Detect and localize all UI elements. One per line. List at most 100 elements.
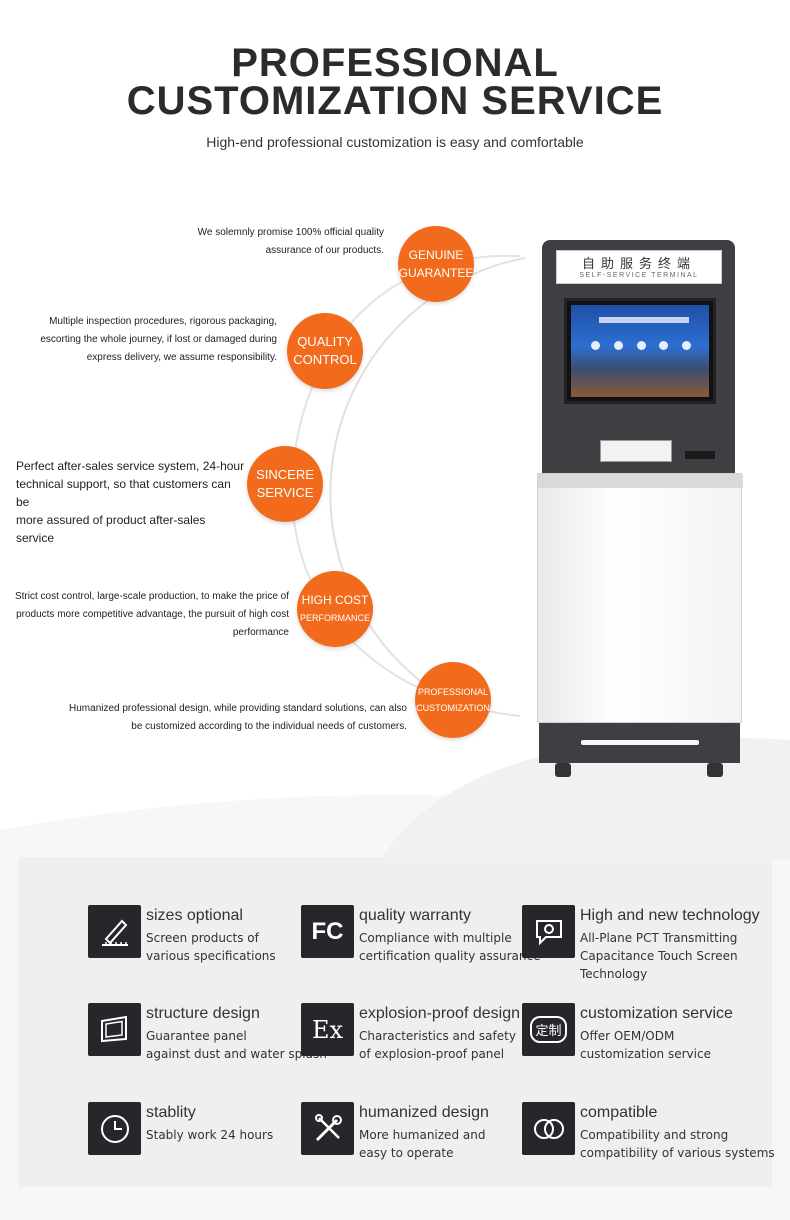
kiosk-head: 自助服务终端 SELF-SERVICE TERMINAL bbox=[542, 240, 735, 415]
pen-ruler-icon bbox=[88, 905, 141, 958]
kiosk-printer-section bbox=[542, 415, 735, 473]
tools-icon bbox=[301, 1102, 354, 1155]
desc-line: performance bbox=[232, 627, 289, 638]
desc-line: more assured of product after-sales serv… bbox=[16, 513, 206, 545]
desc-line: Offer OEM/ODM bbox=[580, 1029, 675, 1043]
circle-title-line: SINCERE bbox=[256, 467, 314, 482]
kiosk-screen-icons bbox=[591, 341, 691, 351]
feature-desc: Offer OEM/ODM customization service bbox=[580, 1027, 790, 1063]
feature-title: quality warranty bbox=[359, 907, 472, 924]
kiosk-wheel bbox=[707, 763, 723, 777]
desc-line: express delivery, we assume responsibili… bbox=[86, 352, 277, 363]
feature-title: compatible bbox=[580, 1104, 658, 1121]
circle-title-line: QUALITY bbox=[297, 334, 353, 349]
cloud-icon-text: 定制 bbox=[530, 1016, 567, 1043]
circle-title-line: GUARANTEE bbox=[398, 266, 474, 280]
clock-icon bbox=[88, 1102, 141, 1155]
kiosk-label-en: SELF-SERVICE TERMINAL bbox=[579, 272, 699, 279]
feature-desc: Guarantee panel against dust and water s… bbox=[146, 1027, 366, 1063]
page-title: PROFESSIONAL CUSTOMIZATION SERVICE bbox=[0, 41, 790, 123]
desc-line: We solemnly promise 100% official qualit… bbox=[197, 227, 384, 238]
service-circle-sincere-service: SINCERE SERVICE bbox=[247, 446, 323, 522]
desc-line: compatibility of various systems bbox=[580, 1146, 775, 1160]
service-circle-high-cost-performance: HIGH COST PERFORMANCE bbox=[297, 571, 373, 647]
desc-line: be customized according to the individua… bbox=[131, 721, 407, 732]
fc-icon: FC bbox=[301, 905, 354, 958]
desc-line: Multiple inspection procedures, rigorous… bbox=[49, 316, 277, 327]
title-line-1: PROFESSIONAL bbox=[231, 41, 559, 85]
desc-line: Technology bbox=[580, 967, 648, 981]
service-circle-professional-customization: PROFESSIONAL CUSTOMIZATION bbox=[415, 662, 491, 738]
kiosk-screen bbox=[564, 298, 716, 404]
feature-desc: Stably work 24 hours bbox=[146, 1126, 366, 1144]
kiosk-cabinet-top bbox=[538, 474, 743, 488]
kiosk-screen-banner bbox=[599, 317, 689, 323]
fc-icon-text: FC bbox=[311, 917, 344, 945]
desc-line: Perfect after-sales service system, 24-h… bbox=[16, 459, 245, 473]
circle-title-line: HIGH COST bbox=[301, 593, 369, 607]
desc-line: Capacitance Touch Screen bbox=[580, 949, 738, 963]
feature-title: structure design bbox=[146, 1005, 260, 1022]
desc-line: More humanized and bbox=[359, 1128, 486, 1142]
kiosk-card-slot bbox=[685, 451, 715, 459]
desc-line: various specifications bbox=[146, 949, 276, 963]
feature-desc: Compliance with multiple certification q… bbox=[359, 929, 579, 965]
desc-line: against dust and water splash bbox=[146, 1047, 327, 1061]
desc-line: technical support, so that customers can… bbox=[16, 477, 231, 509]
desc-line: easy to operate bbox=[359, 1146, 454, 1160]
chat-gear-icon bbox=[522, 905, 575, 958]
feature-desc: Compatibility and strong compatibility o… bbox=[580, 1126, 790, 1162]
kiosk-light-strip bbox=[581, 740, 699, 745]
service-desc-genuine-guarantee: We solemnly promise 100% official qualit… bbox=[150, 224, 384, 260]
kiosk-screen-display bbox=[571, 305, 709, 397]
feature-title: humanized design bbox=[359, 1104, 489, 1121]
desc-line: escorting the whole journey, if lost or … bbox=[40, 334, 277, 345]
service-desc-professional-customization: Humanized professional design, while pro… bbox=[40, 700, 407, 736]
kiosk-wheel bbox=[555, 763, 571, 777]
service-desc-high-cost-performance: Strict cost control, large-scale product… bbox=[10, 588, 289, 642]
circle-title-line: CUSTOMIZATION bbox=[416, 703, 490, 713]
ex-icon: Ex bbox=[301, 1003, 354, 1056]
desc-line: assurance of our products. bbox=[265, 245, 384, 256]
monitor-icon bbox=[88, 1003, 141, 1056]
features-panel: sizes optional Screen products of variou… bbox=[18, 857, 775, 1187]
feature-title: stablity bbox=[146, 1104, 196, 1121]
desc-line: Compatibility and strong bbox=[580, 1128, 729, 1142]
page-subtitle: High-end professional customization is e… bbox=[206, 134, 584, 150]
feature-title: explosion-proof design bbox=[359, 1005, 520, 1022]
cloud-custom-icon: 定制 bbox=[522, 1003, 575, 1056]
desc-line: Compliance with multiple bbox=[359, 931, 512, 945]
kiosk-product-image: 自助服务终端 SELF-SERVICE TERMINAL bbox=[537, 240, 747, 785]
desc-line: of explosion-proof panel bbox=[359, 1047, 505, 1061]
circle-title-line: CONTROL bbox=[293, 352, 357, 367]
feature-title: High and new technology bbox=[580, 907, 760, 924]
kiosk-label-cn: 自助服务终端 bbox=[581, 257, 696, 272]
service-desc-sincere-service: Perfect after-sales service system, 24-h… bbox=[16, 457, 246, 547]
feature-title: sizes optional bbox=[146, 907, 243, 924]
desc-line: Screen products of bbox=[146, 931, 259, 945]
kiosk-cabinet bbox=[537, 473, 743, 723]
desc-line: certification quality assurance bbox=[359, 949, 541, 963]
desc-line: Strict cost control, large-scale product… bbox=[14, 591, 289, 602]
desc-line: customization service bbox=[580, 1047, 711, 1061]
circle-title-line: SERVICE bbox=[256, 485, 314, 500]
feature-desc: All-Plane PCT Transmitting Capacitance T… bbox=[580, 929, 790, 983]
circle-title-line: PERFORMANCE bbox=[299, 613, 370, 623]
desc-line: products more competitive advantage, the… bbox=[16, 609, 289, 620]
desc-line: Humanized professional design, while pro… bbox=[69, 703, 407, 714]
kiosk-base bbox=[539, 723, 740, 763]
service-circle-quality-control: QUALITY CONTROL bbox=[287, 313, 363, 389]
service-desc-quality-control: Multiple inspection procedures, rigorous… bbox=[20, 313, 277, 367]
service-circle-genuine-guarantee: GENUINE GUARANTEE bbox=[398, 226, 474, 302]
feature-desc: Screen products of various specification… bbox=[146, 929, 366, 965]
title-line-2: CUSTOMIZATION SERVICE bbox=[126, 79, 664, 123]
circle-title-line: PROFESSIONAL bbox=[417, 687, 489, 697]
desc-line: Stably work 24 hours bbox=[146, 1128, 274, 1142]
feature-desc: More humanized and easy to operate bbox=[359, 1126, 579, 1162]
kiosk-label: 自助服务终端 SELF-SERVICE TERMINAL bbox=[556, 250, 722, 284]
rings-icon bbox=[522, 1102, 575, 1155]
circle-title-line: GENUINE bbox=[408, 248, 464, 262]
kiosk-paper-slot bbox=[600, 440, 672, 462]
feature-title: customization service bbox=[580, 1005, 733, 1022]
desc-line: Guarantee panel bbox=[146, 1029, 247, 1043]
